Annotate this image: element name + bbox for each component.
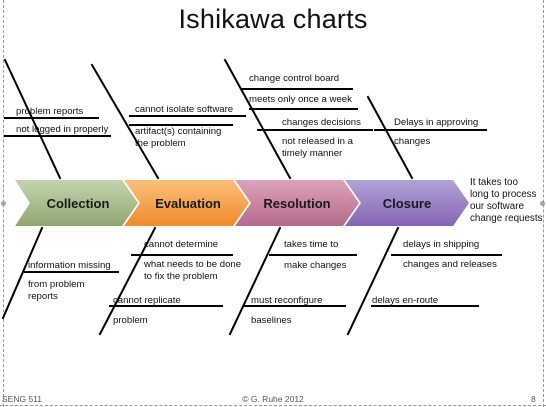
cause-resolution-top-4: not released in a [282, 136, 353, 147]
right-resize-handle[interactable] [540, 201, 545, 206]
bone-evaluation-bottom [98, 226, 157, 336]
bone-collection-bottom [1, 226, 44, 320]
stage-chevrons: Collection Evaluation Resolution Closure [15, 180, 469, 226]
cause-resolution-bottom-3: must reconfigure [251, 295, 323, 306]
page-title: Ishikawa charts [178, 4, 368, 34]
cause-collection-bottom-3: reports [28, 291, 58, 302]
stage-evaluation-shape [124, 180, 249, 226]
cause-evaluation-bottom-3: to fix the problem [144, 271, 218, 282]
effect-statement: It takes too long to process our softwar… [470, 177, 542, 225]
cause-evaluation-bottom-4: cannot replicate [113, 295, 181, 306]
bone-resolution-top [223, 58, 292, 180]
cause-collection-top-1: problem reports [16, 106, 84, 117]
effect-line-4: change requests [470, 213, 543, 224]
stage-resolution-shape [235, 180, 359, 226]
bone-resolution-bottom [228, 226, 282, 336]
cause-evaluation-bottom-2: what needs to be done [144, 259, 242, 270]
cause-collection-bottom-1: information missing [28, 260, 111, 271]
stage-collection-shape [15, 180, 138, 226]
cause-closure-top-1: Delays in approving [394, 117, 479, 128]
cause-evaluation-top-3: the problem [135, 138, 186, 149]
cause-collection-bottom-2: from problem [28, 279, 85, 290]
stage-collection-label: Collection [47, 196, 110, 211]
cause-evaluation-bottom-5: problem [113, 315, 148, 326]
effect-line-3: our software [470, 201, 524, 212]
stage-resolution-label: Resolution [263, 196, 330, 211]
stage-evaluation-label: Evaluation [155, 196, 221, 211]
stage-closure-label: Closure [383, 196, 431, 211]
cause-resolution-top-2: meets only once a week [249, 94, 352, 105]
cause-resolution-top-5: timely manner [282, 148, 343, 159]
cause-closure-top-2: changes [394, 136, 431, 147]
left-resize-handle[interactable] [1, 201, 6, 206]
cause-closure-bottom-1: delays in shipping [403, 239, 480, 250]
cause-evaluation-top-2: artifact(s) containing [135, 126, 222, 137]
cause-resolution-bottom-2: make changes [284, 260, 347, 271]
cause-collection-top-2: not logged in properly [16, 124, 109, 135]
effect-line-1: It takes too [470, 177, 518, 188]
cause-resolution-top-1: change control board [249, 73, 340, 84]
cause-evaluation-top-1: cannot isolate software [135, 104, 234, 115]
cause-evaluation-bottom-1: cannot determine [144, 239, 219, 250]
footer-page-number: 8 [531, 394, 536, 404]
footer-course: SENG 511 [2, 394, 43, 404]
cause-closure-bottom-2: changes and releases [403, 259, 497, 270]
slide-bottom-edge [0, 405, 546, 406]
cause-resolution-bottom-1: takes time to [284, 239, 339, 250]
footer-copyright: © G. Ruhe 2012 [242, 394, 304, 404]
bone-closure-top [366, 95, 414, 180]
cause-resolution-top-3: changes decisions [282, 117, 361, 128]
effect-line-2: long to process [470, 189, 537, 200]
bone-evaluation-top [90, 63, 160, 180]
cause-resolution-bottom-4: baselines [251, 315, 292, 326]
stage-closure-shape [345, 180, 469, 226]
bone-closure-bottom [346, 226, 400, 336]
cause-closure-bottom-3: delays en-route [372, 295, 439, 306]
